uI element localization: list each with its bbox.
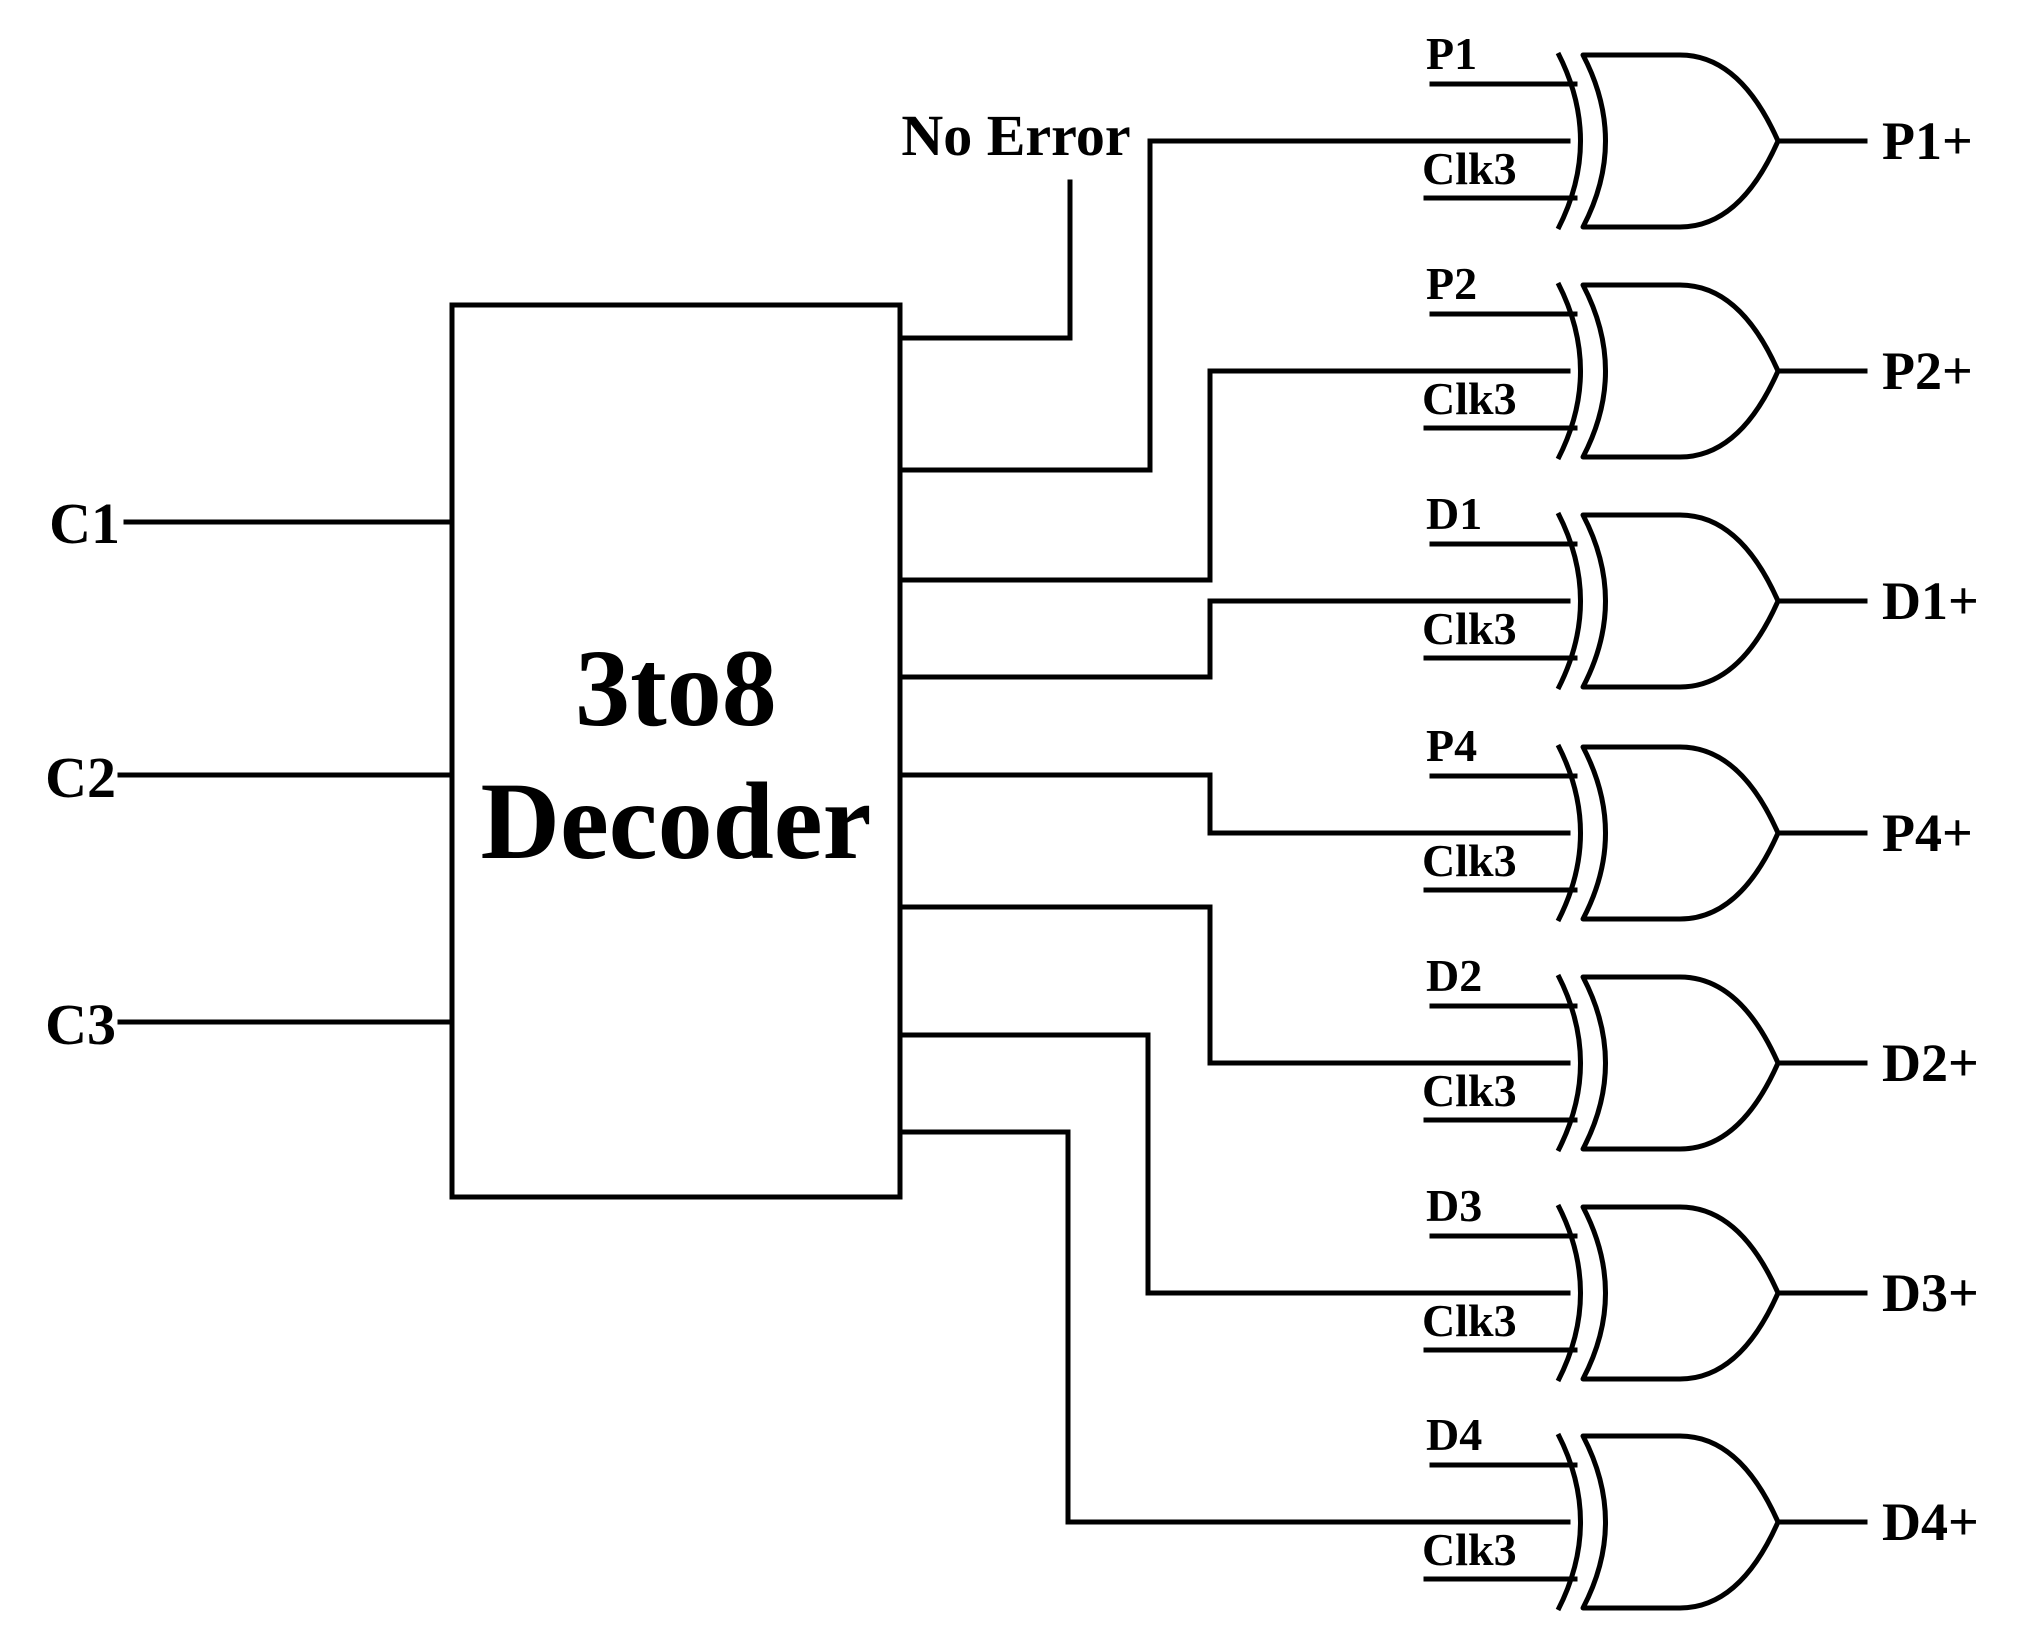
wire-to-gate-p4 bbox=[897, 772, 1571, 836]
no-error-label: No Error bbox=[901, 103, 1130, 168]
xor-input-arc bbox=[1555, 743, 1583, 923]
gate-output-label-d1: D1+ bbox=[1882, 571, 1979, 631]
clock-label-p4: Clk3 bbox=[1422, 835, 1517, 886]
xor-gate-body bbox=[1580, 1433, 1781, 1611]
wire-to-gate-d4 bbox=[897, 1129, 1571, 1525]
xor-gate-body bbox=[1580, 282, 1781, 460]
clock-label-d3: Clk3 bbox=[1422, 1295, 1517, 1346]
clock-label-p2: Clk3 bbox=[1422, 373, 1517, 424]
xor-input-arc bbox=[1555, 1432, 1583, 1612]
wire-to-gate-d3 bbox=[897, 1032, 1571, 1296]
gate-output-label-p4: P4+ bbox=[1882, 803, 1973, 863]
gate-input-label-p4: P4 bbox=[1426, 720, 1477, 771]
gate-input-label-d4: D4 bbox=[1426, 1409, 1482, 1460]
xor-input-arc bbox=[1555, 281, 1583, 461]
gate-output-label-d3: D3+ bbox=[1882, 1263, 1979, 1323]
decoder-title-line1: 3to8 bbox=[575, 627, 777, 749]
input-c2: C2 bbox=[45, 745, 455, 810]
xor-input-arc bbox=[1555, 511, 1583, 691]
decoder-block bbox=[449, 302, 903, 1200]
wire-to-gate-d2 bbox=[897, 904, 1571, 1066]
clock-label-p1: Clk3 bbox=[1422, 143, 1517, 194]
xor-gate-body bbox=[1580, 744, 1781, 922]
gate-output-label-p1: P1+ bbox=[1882, 111, 1973, 171]
xor-input-arc bbox=[1555, 1203, 1583, 1383]
clock-label-d4: Clk3 bbox=[1422, 1524, 1517, 1575]
input-c2-label: C2 bbox=[45, 745, 116, 810]
gate-output-label-d4: D4+ bbox=[1882, 1492, 1979, 1552]
decoder-title-line2: Decoder bbox=[481, 760, 872, 882]
xor-gate-body bbox=[1580, 512, 1781, 690]
gate-input-label-d2: D2 bbox=[1426, 950, 1482, 1001]
gate-output-label-d2: D2+ bbox=[1882, 1033, 1979, 1093]
input-c3: C3 bbox=[45, 992, 455, 1057]
xor-gate-body bbox=[1580, 1204, 1781, 1382]
xor-input-arc bbox=[1555, 51, 1583, 231]
wire-to-gate-p2 bbox=[897, 368, 1571, 583]
clock-label-d2: Clk3 bbox=[1422, 1065, 1517, 1116]
xor-gate-body bbox=[1580, 52, 1781, 230]
xor-input-arc bbox=[1555, 973, 1583, 1153]
gate-input-label-p2: P2 bbox=[1426, 258, 1477, 309]
gate-input-label-d3: D3 bbox=[1426, 1180, 1482, 1231]
input-c1: C1 bbox=[49, 491, 455, 556]
input-c3-label: C3 bbox=[45, 992, 116, 1057]
gate-input-label-p1: P1 bbox=[1426, 28, 1477, 79]
clock-label-d1: Clk3 bbox=[1422, 603, 1517, 654]
decoder-output-wires bbox=[897, 138, 1571, 1525]
gate-output-label-p2: P2+ bbox=[1882, 341, 1973, 401]
no-error-output: No Error bbox=[897, 103, 1131, 341]
input-c1-label: C1 bbox=[49, 491, 120, 556]
gate-input-label-d1: D1 bbox=[1426, 488, 1482, 539]
wire-to-gate-d1 bbox=[897, 598, 1571, 680]
xor-gate-body bbox=[1580, 974, 1781, 1152]
wire-to-gate-p1 bbox=[897, 138, 1571, 473]
